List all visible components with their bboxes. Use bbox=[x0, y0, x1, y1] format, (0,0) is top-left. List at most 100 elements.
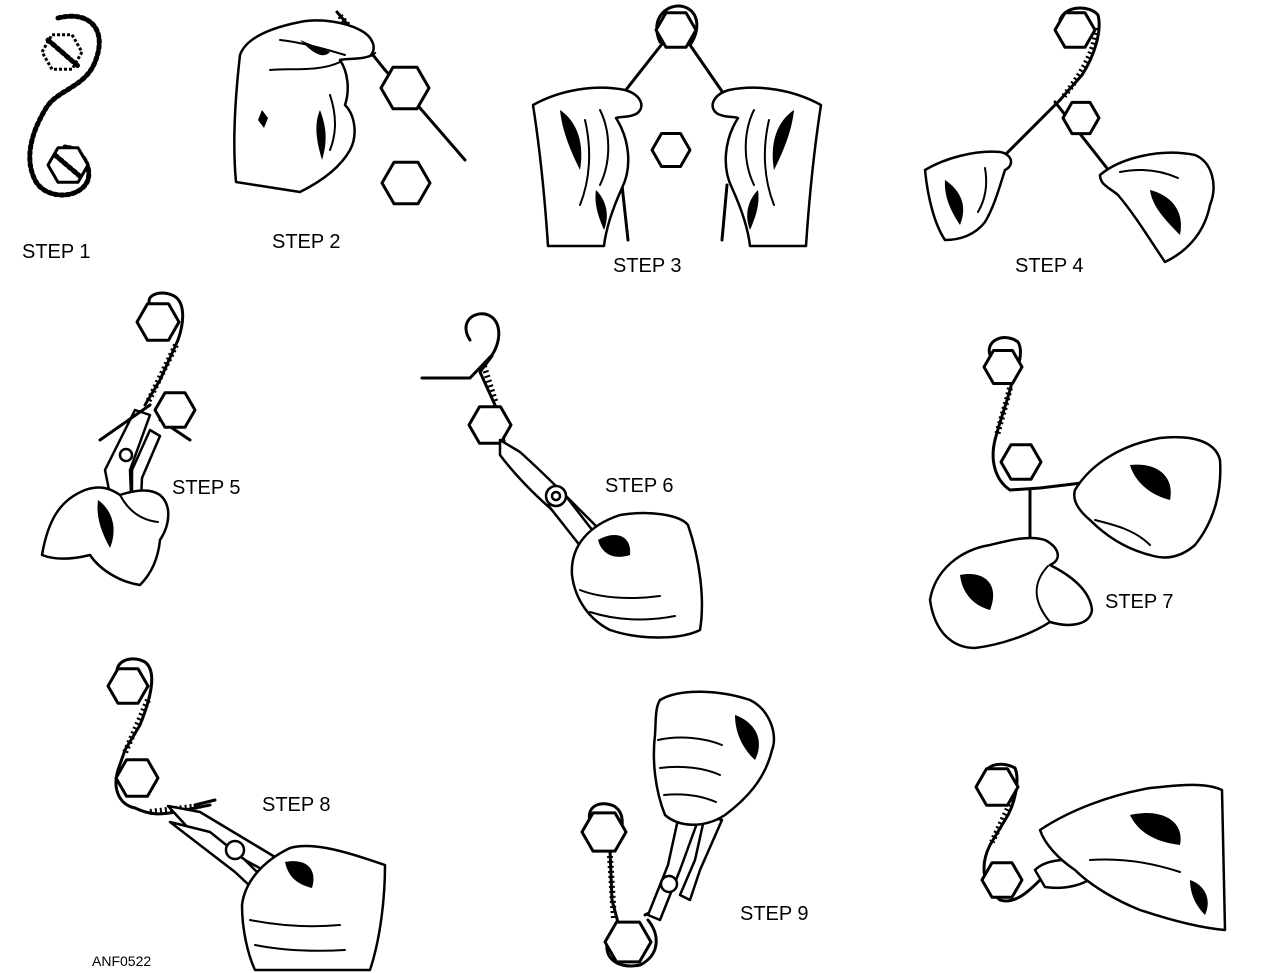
step-8-wire-loop bbox=[115, 657, 154, 772]
step-8-illustration bbox=[106, 657, 387, 972]
step-3-left-shading bbox=[595, 190, 607, 230]
final-step-illustration bbox=[974, 762, 1227, 932]
step-2-hand bbox=[233, 19, 375, 194]
step-5-label: STEP 5 bbox=[172, 477, 241, 499]
step-2-finger-line bbox=[269, 61, 341, 71]
bolt-head-lower bbox=[380, 160, 432, 206]
step-9-pliers-handle bbox=[678, 813, 724, 902]
step-2-label: STEP 2 bbox=[272, 231, 341, 253]
step-7-upper-finger-line bbox=[1094, 519, 1151, 546]
step-7-upper-hand bbox=[1073, 436, 1222, 559]
step-4-left-finger-line bbox=[977, 167, 988, 213]
bolt-head-upper bbox=[379, 65, 431, 111]
step-3-left-hand bbox=[531, 86, 643, 248]
step-6-shading bbox=[598, 535, 631, 557]
final-finger-line bbox=[1089, 858, 1181, 873]
step-2-thumb-line bbox=[329, 94, 336, 151]
step-9-knuckle-line bbox=[659, 765, 721, 776]
step-5-pliers-pivot bbox=[118, 447, 134, 463]
step-8-finger-line bbox=[254, 944, 346, 952]
step-1-label: STEP 1 bbox=[22, 241, 91, 263]
step-3-left-shading bbox=[560, 110, 582, 170]
bolt-head-lower bbox=[999, 443, 1043, 481]
step-7-lower-shading bbox=[960, 574, 994, 610]
bolt-head-upper bbox=[106, 667, 150, 705]
bolt-head-upper bbox=[654, 11, 698, 49]
step-2-illustration bbox=[233, 10, 467, 206]
bolt-head bbox=[467, 405, 513, 445]
step-1-wire-hole bbox=[45, 37, 81, 69]
step-4-left-shading bbox=[944, 180, 964, 225]
step-3-right-finger-line bbox=[744, 109, 755, 186]
bolt-head-upper bbox=[974, 767, 1020, 807]
step-8-wire-tail bbox=[193, 798, 217, 807]
step-3-wire-left-end bbox=[620, 183, 630, 242]
step-1-illustration bbox=[27, 13, 102, 198]
step-3-label: STEP 3 bbox=[613, 255, 682, 277]
step-8-wire-twist bbox=[121, 698, 151, 757]
step-9-wire-twist bbox=[607, 855, 617, 921]
step-4-right-finger-line bbox=[1119, 169, 1179, 179]
step-7-illustration bbox=[928, 336, 1222, 650]
final-shading bbox=[1130, 813, 1181, 845]
step-4-wire-left bbox=[998, 98, 1062, 162]
final-wire-loop bbox=[982, 762, 1042, 903]
step-5-shading bbox=[97, 500, 114, 548]
bolt-head-lower bbox=[650, 132, 692, 168]
final-shading bbox=[1190, 880, 1208, 915]
step-6-wire-loop bbox=[420, 312, 501, 380]
step-7-lower-hand bbox=[928, 536, 1094, 650]
step-3-wire-right bbox=[688, 43, 730, 102]
step-8-hand bbox=[240, 844, 387, 972]
step-3-right-shading bbox=[772, 110, 794, 170]
step-9-wire-loop-lower bbox=[605, 918, 658, 968]
step-3-right-shading bbox=[747, 190, 759, 230]
step-9-label: STEP 9 bbox=[740, 903, 809, 925]
bolt-head-upper bbox=[982, 349, 1024, 385]
bolt-head-lower bbox=[603, 920, 653, 964]
step-4-illustration bbox=[923, 6, 1215, 264]
step-3-illustration bbox=[531, 4, 823, 248]
bolt-head-upper bbox=[1053, 11, 1097, 49]
step-3-wire-right-end bbox=[720, 183, 729, 242]
step-7-lower-finger-line bbox=[1035, 565, 1051, 623]
step-8-finger-line bbox=[249, 919, 341, 928]
step-1-wire-path bbox=[27, 13, 102, 198]
step-8-wire-lower bbox=[114, 768, 212, 816]
step-9-knuckle-line bbox=[663, 793, 717, 803]
step-7-wire-twist bbox=[994, 387, 1013, 437]
bolt-head-upper bbox=[135, 302, 181, 342]
step-3-right-hand bbox=[711, 86, 823, 248]
step-5-thumb-line bbox=[119, 494, 159, 523]
step-6-finger-line bbox=[589, 611, 676, 621]
step-7-upper-shading bbox=[1130, 464, 1171, 500]
step-4-right-shading bbox=[1150, 190, 1181, 235]
step-3-left-finger-line bbox=[599, 109, 610, 186]
step-6-label: STEP 6 bbox=[605, 475, 674, 497]
step-1-wire-hole bbox=[52, 152, 85, 181]
step-8-pliers-pivot bbox=[224, 839, 246, 861]
step-8-label: STEP 8 bbox=[262, 794, 331, 816]
bolt-head-upper bbox=[580, 811, 628, 853]
step-6-illustration bbox=[420, 312, 704, 639]
bolt-head-lower bbox=[114, 758, 160, 798]
bolt-head-lower bbox=[980, 861, 1024, 899]
step-2-shading bbox=[258, 110, 268, 128]
step-4-label: STEP 4 bbox=[1015, 255, 1084, 277]
figure-code: ANF0522 bbox=[92, 953, 151, 969]
step-5-wire-twist bbox=[145, 343, 179, 404]
step-9-pliers-pivot bbox=[659, 874, 679, 894]
step-9-shading bbox=[735, 715, 759, 760]
step-3-right-finger-line bbox=[763, 119, 775, 206]
step-5-illustration bbox=[40, 291, 197, 587]
step-9-illustration bbox=[580, 690, 776, 968]
step-9-hand bbox=[652, 690, 776, 826]
step-3-left-finger-line bbox=[579, 119, 591, 206]
step-2-shading bbox=[300, 40, 330, 56]
bolt-head-lower bbox=[1061, 100, 1101, 136]
step-6-finger-line bbox=[579, 589, 661, 599]
step-4-wire-twist bbox=[1061, 27, 1100, 98]
final-hand bbox=[1038, 783, 1227, 932]
step-9-knuckle-line bbox=[657, 736, 723, 746]
